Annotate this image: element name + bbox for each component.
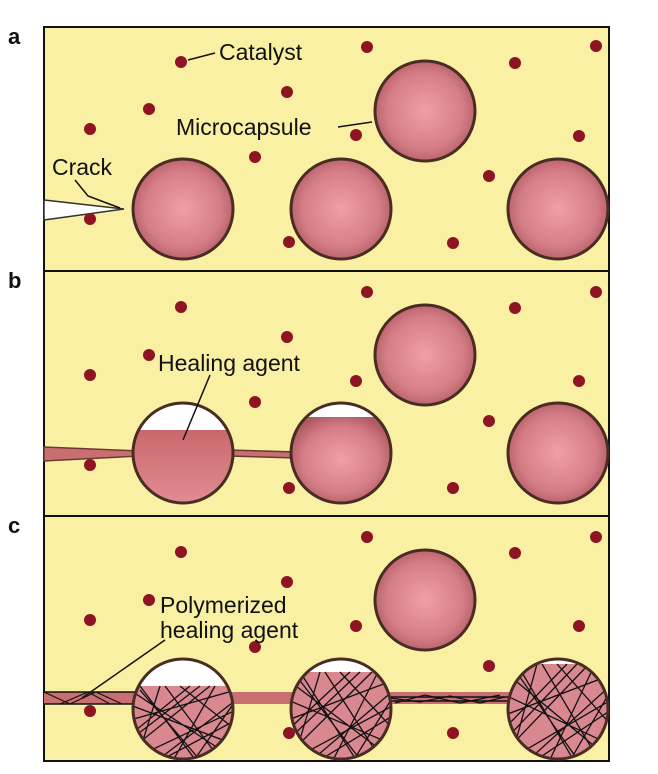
catalyst-particle [447, 727, 459, 739]
catalyst-particle [509, 547, 521, 559]
panel-a: a Catalyst Mic [8, 24, 610, 272]
catalyst-particle [447, 237, 459, 249]
polymerized-leader [81, 639, 166, 699]
panel-b-label: b [8, 268, 21, 293]
catalyst-particle [361, 286, 373, 298]
polymerized-label-line1: Polymerized [160, 592, 287, 618]
catalyst-particle [350, 375, 362, 387]
catalyst-particle [447, 482, 459, 494]
catalyst-particle [283, 236, 295, 248]
catalyst-particle [573, 620, 585, 632]
catalyst-particle [509, 57, 521, 69]
catalyst-label: Catalyst [219, 39, 303, 65]
catalyst-particle [249, 151, 261, 163]
catalyst-particle [361, 41, 373, 53]
healing-agent-leader [182, 374, 211, 441]
catalyst-particle [361, 531, 373, 543]
catalyst-particle [249, 641, 261, 653]
catalyst-particle [573, 375, 585, 387]
catalyst-particle [175, 56, 187, 68]
microcapsule [373, 548, 477, 652]
catalyst-particles [84, 286, 602, 494]
microcapsule [373, 303, 477, 407]
crack [43, 199, 125, 221]
catalyst-particle [483, 415, 495, 427]
microcapsule [373, 59, 477, 163]
microcapsule [506, 157, 610, 261]
polymerized-capsule [289, 657, 393, 761]
catalyst-particle [283, 727, 295, 739]
catalyst-particle [84, 459, 96, 471]
microcapsule [131, 157, 235, 261]
microcapsule-label: Microcapsule [176, 114, 312, 140]
catalyst-particle [84, 369, 96, 381]
polymerized-capsule [131, 657, 235, 761]
catalyst-particle [281, 576, 293, 588]
panel-b: b [8, 268, 610, 517]
catalyst-particles [84, 40, 602, 249]
catalyst-particle [590, 286, 602, 298]
catalyst-particle [590, 531, 602, 543]
panel-c: c [8, 513, 610, 762]
catalyst-particle [143, 103, 155, 115]
polymerized-label-line2: healing agent [160, 617, 299, 643]
healing-agent-label: Healing agent [158, 350, 301, 376]
panel-c-label: c [8, 513, 20, 538]
catalyst-particles [84, 531, 602, 739]
microcapsule-leader [337, 121, 373, 128]
catalyst-particle [483, 660, 495, 672]
panel-a-label: a [8, 24, 21, 49]
crack-leader [74, 179, 121, 209]
catalyst-particle [175, 546, 187, 558]
catalyst-particle [509, 302, 521, 314]
ruptured-capsule [289, 401, 393, 505]
catalyst-particle [483, 170, 495, 182]
catalyst-particle [143, 594, 155, 606]
catalyst-particle [281, 331, 293, 343]
catalyst-particle [281, 86, 293, 98]
catalyst-particle [350, 620, 362, 632]
catalyst-particle [590, 40, 602, 52]
filled-crack-bridge [227, 449, 297, 459]
microcapsule [506, 401, 610, 505]
ruptured-capsule [131, 401, 235, 505]
catalyst-particle [283, 482, 295, 494]
catalyst-particle [175, 301, 187, 313]
catalyst-leader [187, 52, 216, 61]
catalyst-particle [350, 129, 362, 141]
catalyst-particle [143, 349, 155, 361]
catalyst-particle [84, 705, 96, 717]
catalyst-particle [84, 213, 96, 225]
catalyst-particle [249, 396, 261, 408]
catalyst-particle [84, 614, 96, 626]
microcapsule [289, 157, 393, 261]
catalyst-particle [573, 130, 585, 142]
polymerized-capsule [506, 657, 610, 761]
crack-label: Crack [52, 154, 113, 180]
catalyst-particle [84, 123, 96, 135]
